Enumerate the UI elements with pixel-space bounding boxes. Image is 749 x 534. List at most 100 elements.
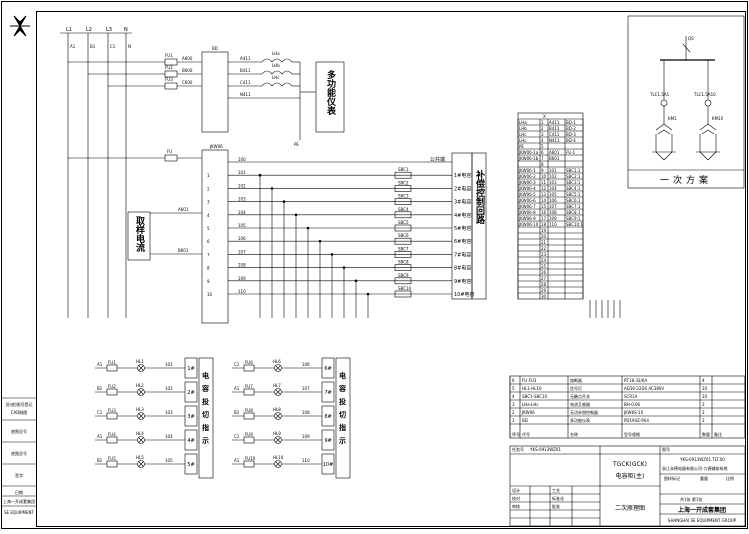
indicator-lamp: HL1 xyxy=(136,359,144,364)
control-loop-label: 补偿控制回路 xyxy=(474,169,486,225)
terminal-target: SBC10:1 xyxy=(566,222,583,227)
indicator-fuse: FU3 xyxy=(108,408,116,413)
terminal-target: SBC3:1 xyxy=(566,180,581,185)
controller-input-tag: B601 xyxy=(178,248,189,253)
parts-cell: 1 xyxy=(702,418,705,423)
terminal-number: 24 xyxy=(541,258,547,263)
bus-label: N xyxy=(124,27,128,33)
parts-header: 备注 xyxy=(714,431,722,437)
wire-tag: 108 xyxy=(238,263,246,268)
junction-icon xyxy=(330,253,334,256)
fuse-icon xyxy=(106,364,118,372)
parts-cell: 电流互感器 xyxy=(570,401,590,407)
parts-cell: SCR1A xyxy=(624,394,638,399)
indicator-code: B1 xyxy=(97,458,103,463)
indicator-code: B1 xyxy=(97,386,103,391)
terminal-number: 17 xyxy=(541,216,547,221)
terminal-number: 15 xyxy=(541,204,547,209)
junction-icon xyxy=(342,266,346,269)
capacitor-circuit-label: 3#电容 xyxy=(454,199,471,206)
parts-header: 型号规格 xyxy=(624,431,640,437)
indicator-lamp: HL6 xyxy=(273,359,281,364)
indicator-title-box xyxy=(335,357,351,479)
indicator-lamp: HL4 xyxy=(136,431,144,436)
indicator-fuse: FU4 xyxy=(108,432,116,437)
scr-switch-icon xyxy=(394,185,412,192)
control-loop-box xyxy=(471,152,487,300)
sidebar-item: 日期 xyxy=(15,489,23,495)
switch-tag: SBC3 xyxy=(398,194,409,199)
parts-header: 序号 xyxy=(512,431,520,437)
terminal-number: 16 xyxy=(541,210,547,215)
lamp-cross xyxy=(275,461,281,467)
indicator-number: 105 xyxy=(165,458,173,463)
terminal-number: 13 xyxy=(541,192,547,197)
bus-label: L1 xyxy=(66,27,72,33)
terminal-row: 25 xyxy=(541,264,547,269)
parts-cell: 3 xyxy=(512,402,515,407)
parts-header: 名称 xyxy=(570,431,578,437)
scr-switch-icon xyxy=(394,251,412,258)
drawing-no-label: 图号 xyxy=(662,446,670,452)
terminal-row: 30 xyxy=(541,294,547,299)
parts-cell: 4 xyxy=(702,378,705,383)
terminal-tag: B411 xyxy=(240,68,251,73)
capacitor-circuit-label: 公共端 xyxy=(430,156,445,163)
fuse-label: FU2 xyxy=(165,65,173,70)
indicator-slot-number: 9# xyxy=(324,438,331,444)
indicator-cell xyxy=(184,453,198,475)
terminal-number: 27 xyxy=(541,276,547,281)
controller-fuse-label: FU xyxy=(167,149,172,154)
terminal-source: JKW06-3 xyxy=(518,180,536,185)
bus-tag: B1 xyxy=(90,44,96,49)
parts-cell: 无触点开关 xyxy=(570,393,590,399)
parts-cell: HL1-HL10 xyxy=(522,386,542,391)
terminal-row: 20 xyxy=(541,234,547,239)
multifunction-meter-label: 多功能仪表 xyxy=(325,69,337,116)
indicator-cell xyxy=(184,405,198,427)
terminal-number: 4 xyxy=(541,138,544,143)
bus-label: L3 xyxy=(106,27,112,33)
sidebar-item: CAD制图 xyxy=(11,409,28,415)
ct-coil-icon xyxy=(261,58,293,87)
fuse-label: FU1 xyxy=(165,53,173,58)
indicator-fuse: FU2 xyxy=(108,384,116,389)
primary-scheme-title: 一次方案 xyxy=(660,174,712,186)
terminal-row: 23 xyxy=(541,252,547,257)
indicator-number: 109 xyxy=(302,434,310,439)
terminal-target: BD-1 xyxy=(566,120,576,125)
indicator-number: 102 xyxy=(165,386,173,391)
parts-cell: RT18-32/6A xyxy=(624,378,647,383)
parts-cell: BH-0.66 xyxy=(624,402,641,407)
parts-cell: 10 xyxy=(702,394,708,399)
terminal-source: JKW06-8 xyxy=(518,210,536,215)
indicator-code: B1 xyxy=(234,410,240,415)
ct-label: LHa xyxy=(272,51,280,56)
terminal-wire: 110 xyxy=(549,222,557,227)
parts-cell: 5 xyxy=(512,386,515,391)
terminal-wire: C411 xyxy=(549,132,560,137)
phase-tag: B600 xyxy=(182,68,193,73)
stage-label: 比例 xyxy=(726,475,734,481)
controller-output-number: 1 xyxy=(207,173,210,178)
wire-tag: 106 xyxy=(238,236,246,241)
bus-label: L2 xyxy=(86,27,92,33)
capacitor-circuit-label: 2#电容 xyxy=(454,185,471,192)
wire-tag: 102 xyxy=(238,183,246,188)
terminal-wire: A601 xyxy=(549,150,560,155)
terminal-number: 9 xyxy=(541,168,544,173)
terminal-target: SBC4:1 xyxy=(566,186,581,191)
parts-cell: LHa-LHc xyxy=(522,402,539,407)
terminal-source: LHa xyxy=(519,120,527,125)
